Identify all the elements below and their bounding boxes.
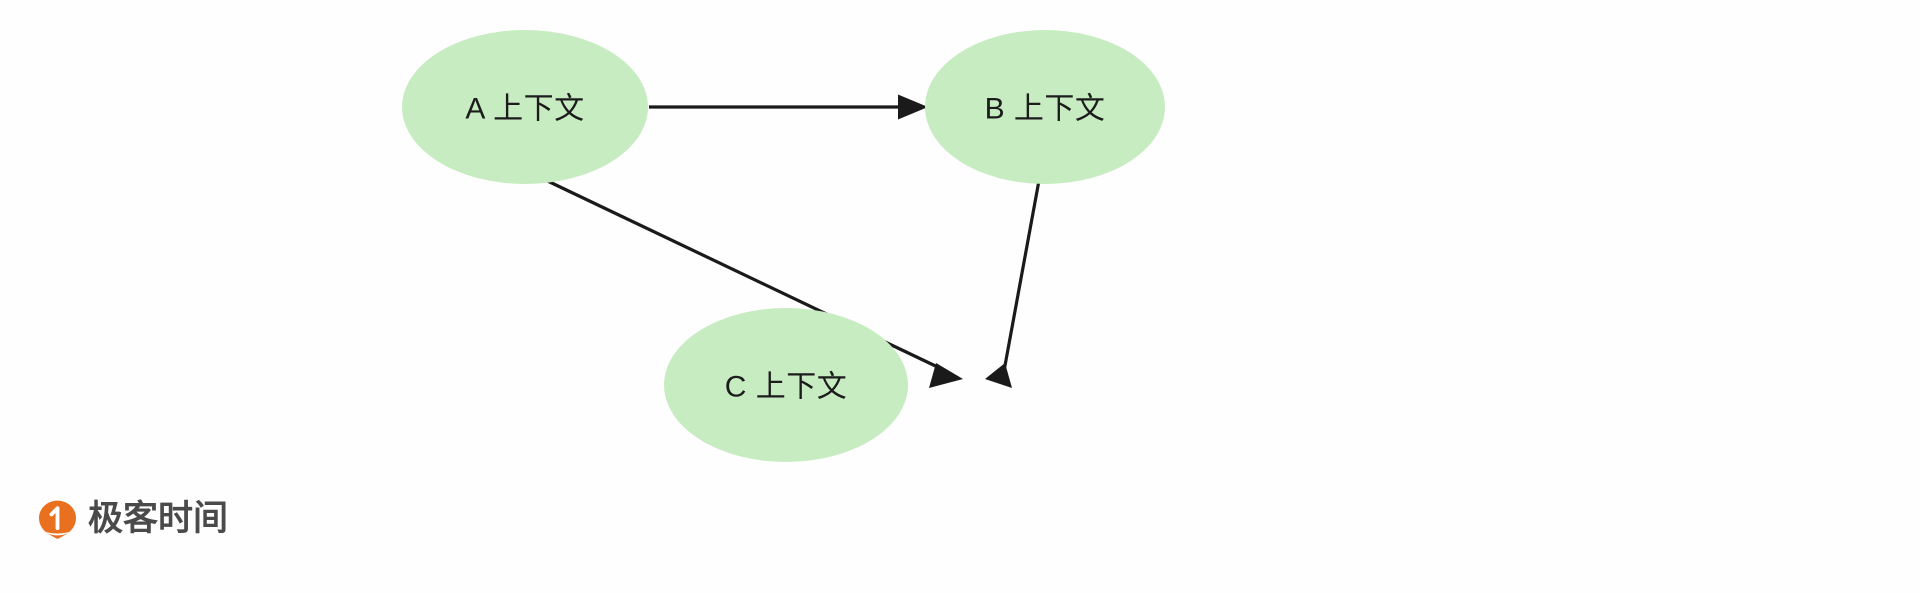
node-b-ellipse[interactable] — [925, 30, 1165, 184]
edge-a-to-b-arrowhead — [898, 94, 928, 120]
node-c[interactable]: C 上下文 — [664, 308, 908, 462]
node-c-label: C 上下文 — [725, 371, 848, 404]
node-b[interactable]: B 上下文 — [925, 30, 1165, 184]
edge-a-to-c-arrowhead — [929, 363, 963, 388]
edge-b-to-c — [985, 174, 1042, 388]
node-a-ellipse[interactable] — [402, 30, 648, 184]
geektime-pin-logo-icon — [39, 500, 76, 539]
node-b-label: B 上下文 — [985, 93, 1106, 126]
watermark: 极客时间 — [36, 498, 228, 541]
edge-b-to-c-arrowhead — [985, 363, 1012, 388]
node-a[interactable]: A 上下文 — [402, 30, 648, 184]
edge-a-to-b — [649, 94, 928, 120]
edge-b-to-c-line — [1002, 174, 1042, 372]
node-c-ellipse[interactable] — [664, 308, 908, 462]
watermark-brand-text: 极客时间 — [88, 499, 229, 539]
node-a-label: A 上下文 — [465, 93, 584, 126]
